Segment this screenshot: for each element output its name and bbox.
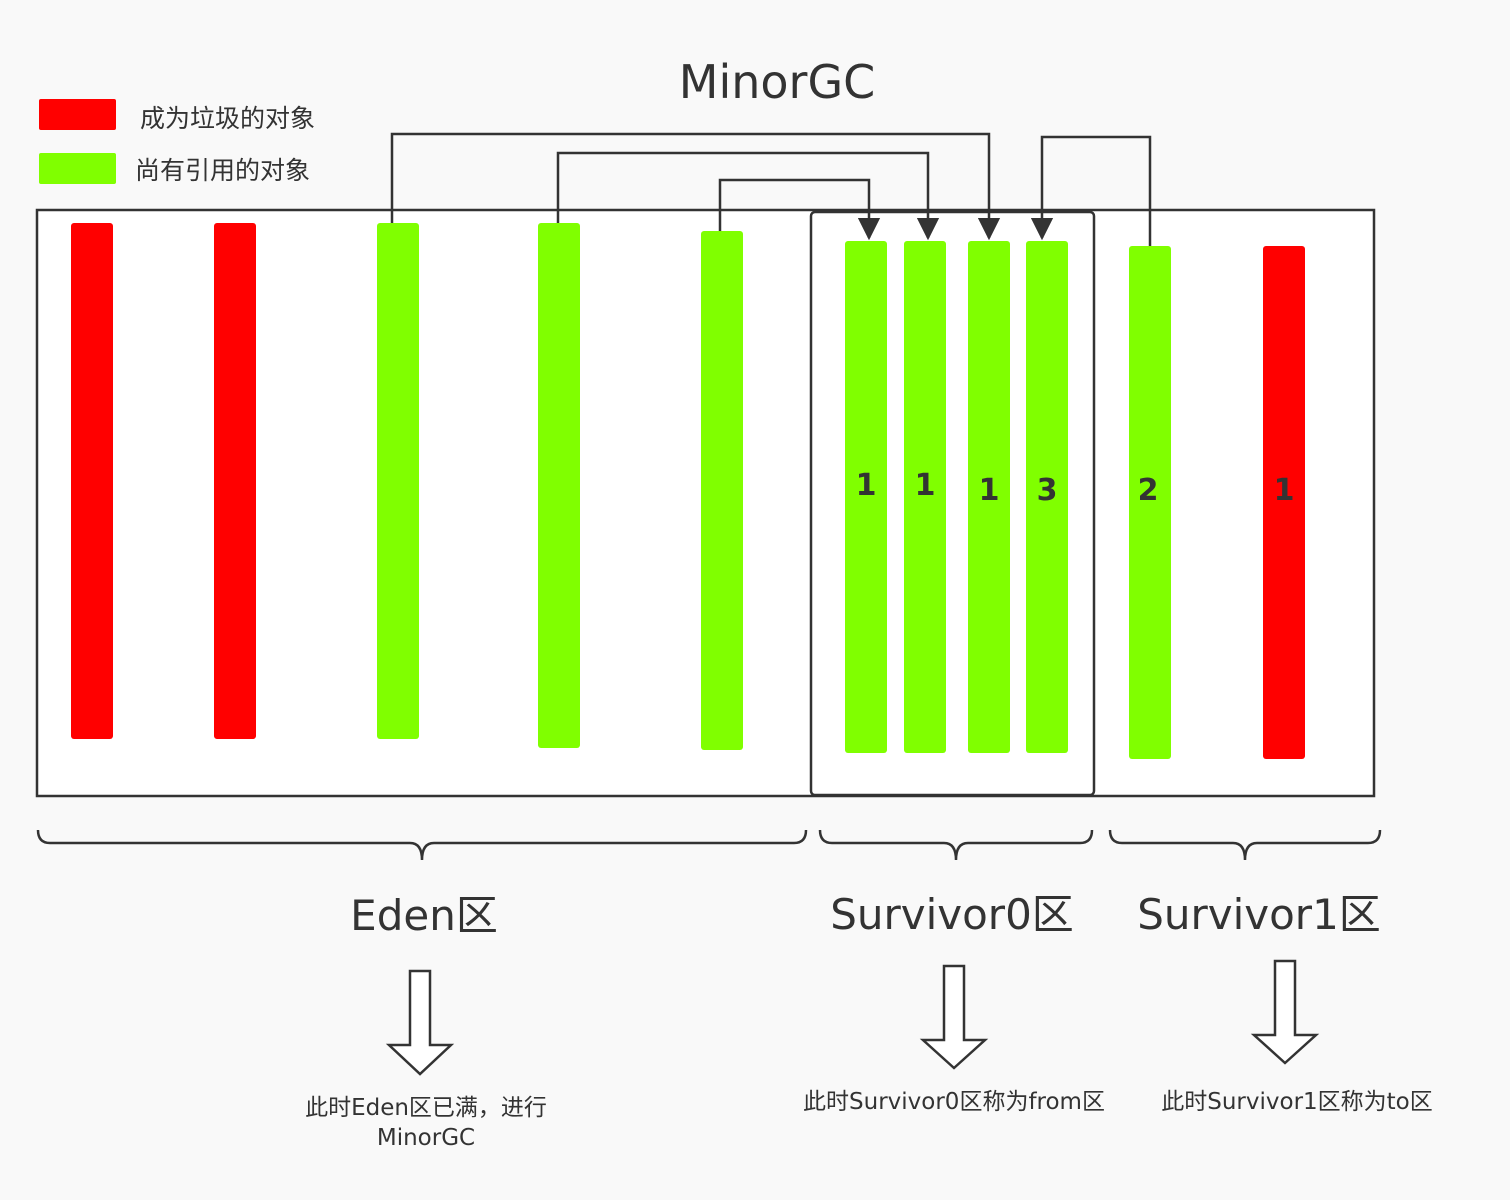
- survivor1-objects: 2 1: [1129, 246, 1305, 759]
- eden-label: Eden区: [350, 891, 498, 940]
- eden-object-live: [377, 223, 419, 739]
- down-arrows: [385, 959, 1320, 1076]
- survivor0-object: [968, 241, 1010, 753]
- legend-swatch-garbage: [39, 99, 116, 130]
- region-braces: [36, 829, 1382, 861]
- copy-arrow: [718, 178, 881, 241]
- eden-note-line1: 此时Eden区已满，进行: [305, 1095, 547, 1121]
- survivor1-object-live: [1129, 246, 1171, 759]
- eden-object-live: [701, 231, 743, 750]
- survivor1-object-garbage: [1263, 246, 1305, 759]
- survivor0-label: Survivor0区: [830, 890, 1074, 939]
- diagram-title: MinorGC: [679, 55, 875, 109]
- object-age-label: 1: [915, 468, 936, 503]
- object-age-label: 3: [1037, 473, 1058, 508]
- survivor0-object: [845, 241, 887, 753]
- object-age-label: 1: [979, 473, 1000, 508]
- survivor1-note: 此时Survivor1区称为to区: [1161, 1089, 1433, 1115]
- eden-objects: [71, 223, 743, 750]
- survivor0-note: 此时Survivor0区称为from区: [803, 1089, 1105, 1115]
- legend: 成为垃圾的对象 尚有引用的对象: [39, 99, 315, 185]
- survivor0-box: [809, 210, 1096, 797]
- copy-arrows: [390, 132, 1152, 246]
- legend-label-live: 尚有引用的对象: [135, 156, 310, 185]
- eden-object-garbage: [214, 223, 256, 739]
- eden-object-live: [538, 223, 580, 748]
- copy-arrow: [1030, 135, 1152, 246]
- survivor0-brace: [818, 829, 1094, 861]
- eden-object-garbage: [71, 223, 113, 739]
- down-arrow-icon: [919, 964, 989, 1070]
- eden-brace: [36, 829, 808, 861]
- survivor1-label: Survivor1区: [1137, 890, 1381, 939]
- legend-swatch-live: [39, 153, 116, 184]
- legend-label-garbage: 成为垃圾的对象: [140, 104, 315, 133]
- down-arrow-icon: [1250, 959, 1320, 1065]
- object-age-label: 1: [856, 468, 877, 503]
- copy-arrow: [556, 151, 940, 241]
- object-age-label: 1: [1274, 473, 1295, 508]
- survivor0-object: [904, 241, 946, 753]
- survivor0-object: [1026, 241, 1068, 753]
- survivor1-brace: [1108, 829, 1382, 861]
- object-age-label: 2: [1138, 473, 1159, 508]
- eden-note-line2: MinorGC: [377, 1125, 475, 1151]
- down-arrow-icon: [385, 969, 455, 1076]
- copy-arrow: [390, 132, 1001, 241]
- survivor0-objects: 1 1 1 3: [845, 241, 1068, 753]
